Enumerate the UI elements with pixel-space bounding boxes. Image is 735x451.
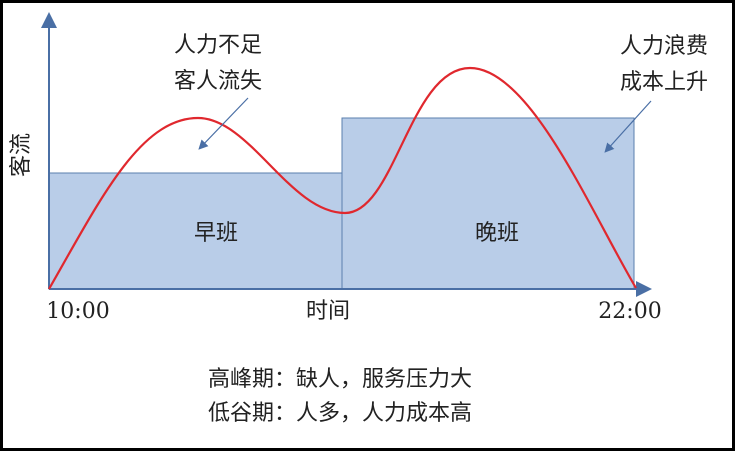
summary-line-2: 低谷期：人多，人力成本高 [208, 401, 472, 426]
x-end-label: 22:00 [598, 299, 661, 324]
right-annotation-line-2: 成本上升 [620, 70, 708, 95]
late-shift-label: 晚班 [475, 221, 519, 246]
x-axis-label: 时间 [306, 299, 350, 324]
left-annotation-arrow [198, 97, 249, 150]
x-start-label: 10:00 [46, 299, 109, 324]
late-shift-rect [341, 117, 635, 290]
left-annotation-line-2: 客人流失 [174, 69, 262, 94]
early-shift-label: 早班 [194, 221, 238, 246]
right-annotation-line-1: 人力浪费 [620, 34, 708, 59]
right-annotation-arrow [604, 100, 652, 153]
summary-line-1: 高峰期：缺人，服务压力大 [208, 367, 472, 392]
left-annotation-line-1: 人力不足 [174, 33, 262, 58]
customer-flow-curve [48, 66, 637, 290]
early-shift-rect [48, 172, 343, 290]
y-axis-label: 客流 [9, 133, 34, 177]
